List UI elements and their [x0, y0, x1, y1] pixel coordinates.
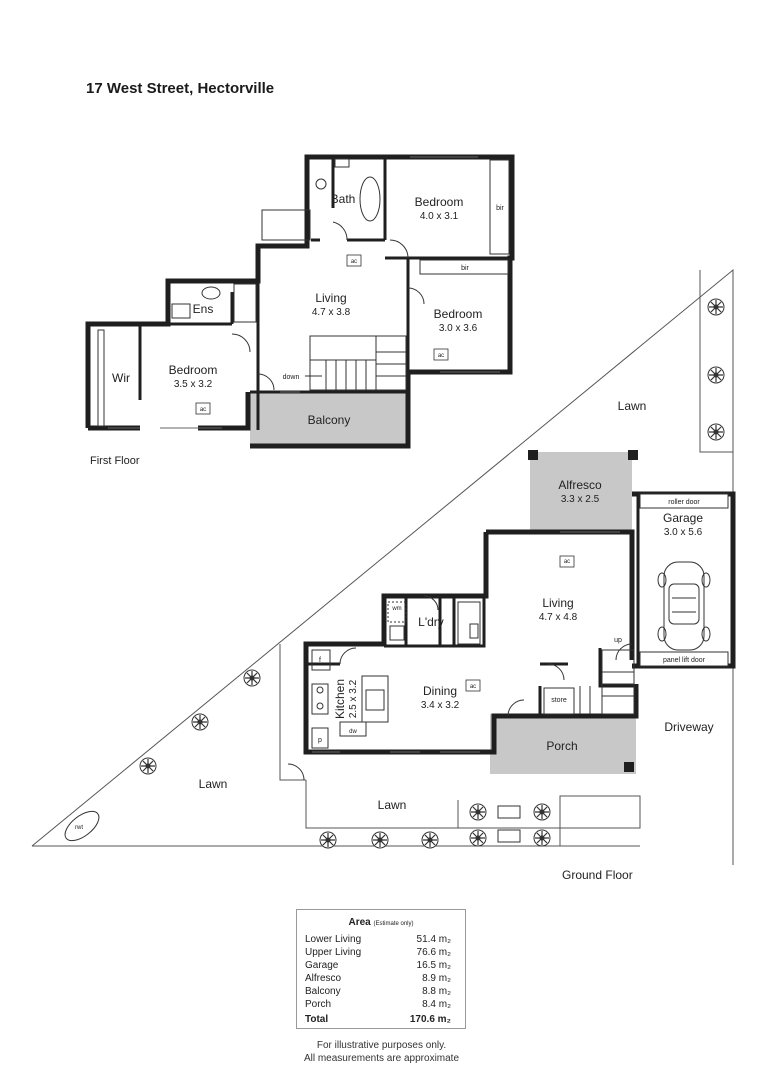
label-store: store	[551, 697, 567, 704]
label-ac-2: ac	[438, 353, 444, 359]
label-roller-door: roller door	[668, 499, 700, 506]
label-lawn-top: Lawn	[618, 399, 647, 413]
label-bir2: bir	[461, 265, 469, 272]
label-bedroom3-size: 3.5 x 3.2	[174, 379, 213, 390]
first-floor-stairs	[309, 335, 407, 391]
label-dw: dw	[349, 729, 357, 735]
panel-lift-door	[639, 651, 729, 667]
bir-strip-2	[419, 259, 509, 275]
ground-floor-stairs	[543, 649, 635, 715]
label-up: up	[614, 637, 622, 644]
label-ac-4: ac	[564, 559, 570, 565]
label-bath: Bath	[331, 192, 356, 206]
label-balcony: Balcony	[308, 413, 351, 427]
shower-ens	[233, 283, 257, 323]
label-porch: Porch	[546, 739, 577, 753]
area-heading: Area (Estimate only)	[297, 917, 465, 928]
bir-strip-1	[489, 159, 510, 255]
label-lawn-left: Lawn	[199, 777, 228, 791]
label-kitchen-name: Kitchen	[333, 679, 347, 719]
footnote-line1: For illustrative purposes only.	[316, 1040, 447, 1051]
label-living-ground-size: 4.7 x 4.8	[539, 612, 578, 623]
label-f: f	[319, 657, 321, 664]
ground-floor	[64, 450, 736, 843]
ground-floor-label: Ground Floor	[562, 868, 633, 882]
label-dining-name: Dining	[423, 684, 457, 698]
first-floor	[85, 154, 515, 449]
label-down: down	[283, 374, 300, 381]
toilet-bath	[334, 158, 350, 168]
label-ac-5: ac	[470, 684, 476, 690]
label-ac-1: ac	[351, 259, 357, 265]
label-rwt: rwt	[75, 825, 83, 831]
label-kitchen-size: 2.5 x 3.2	[348, 679, 359, 718]
site-boundary	[31, 268, 734, 865]
label-bedroom2-size: 3.0 x 3.6	[439, 323, 478, 334]
label-ac-3: ac	[200, 407, 206, 413]
bathtub	[261, 209, 311, 241]
label-dining-size: 3.4 x 3.2	[421, 700, 460, 711]
label-bedroom1-size: 4.0 x 3.1	[420, 211, 459, 222]
label-bir1: bir	[496, 205, 504, 212]
area-note: (Estimate only)	[373, 921, 414, 927]
label-living-first-size: 4.7 x 3.8	[312, 307, 351, 318]
balcony-area	[250, 392, 408, 446]
alfresco-area	[530, 452, 632, 532]
label-p: p	[318, 737, 322, 744]
label-bedroom2-name: Bedroom	[434, 307, 483, 321]
bath-tub-oval	[359, 176, 381, 222]
label-ens: Ens	[193, 302, 214, 316]
label-ldry: L'dry	[418, 615, 444, 629]
label-panel-lift-door: panel lift door	[663, 657, 706, 664]
label-wir: Wir	[112, 371, 130, 385]
wir-shelf	[97, 329, 105, 427]
basin-bath	[315, 178, 327, 190]
area-heading-text: Area	[348, 917, 371, 928]
toilet-ens	[171, 303, 191, 319]
first-floor-label: First Floor	[90, 455, 140, 467]
basin-ens	[201, 286, 221, 300]
roller-door	[639, 493, 729, 509]
label-bedroom3-name: Bedroom	[169, 363, 218, 377]
label-wm: wm	[391, 606, 401, 612]
label-alfresco-size: 3.3 x 2.5	[561, 494, 600, 505]
label-alfresco-name: Alfresco	[558, 478, 602, 492]
label-garage-name: Garage	[663, 511, 703, 525]
label-living-first: Living	[315, 291, 346, 305]
porch-area	[490, 714, 636, 774]
label-living-ground: Living	[542, 596, 573, 610]
footnote-line2: All measurements are approximate	[303, 1053, 460, 1064]
label-driveway: Driveway	[664, 720, 713, 734]
label-garage-size: 3.0 x 5.6	[664, 527, 703, 538]
plan-title: 17 West Street, Hectorville	[86, 80, 275, 97]
car-icon	[657, 561, 711, 651]
label-lawn-front: Lawn	[378, 798, 407, 812]
rainwater-tank	[64, 810, 100, 842]
label-bedroom1-name: Bedroom	[415, 195, 464, 209]
trees	[139, 298, 725, 849]
